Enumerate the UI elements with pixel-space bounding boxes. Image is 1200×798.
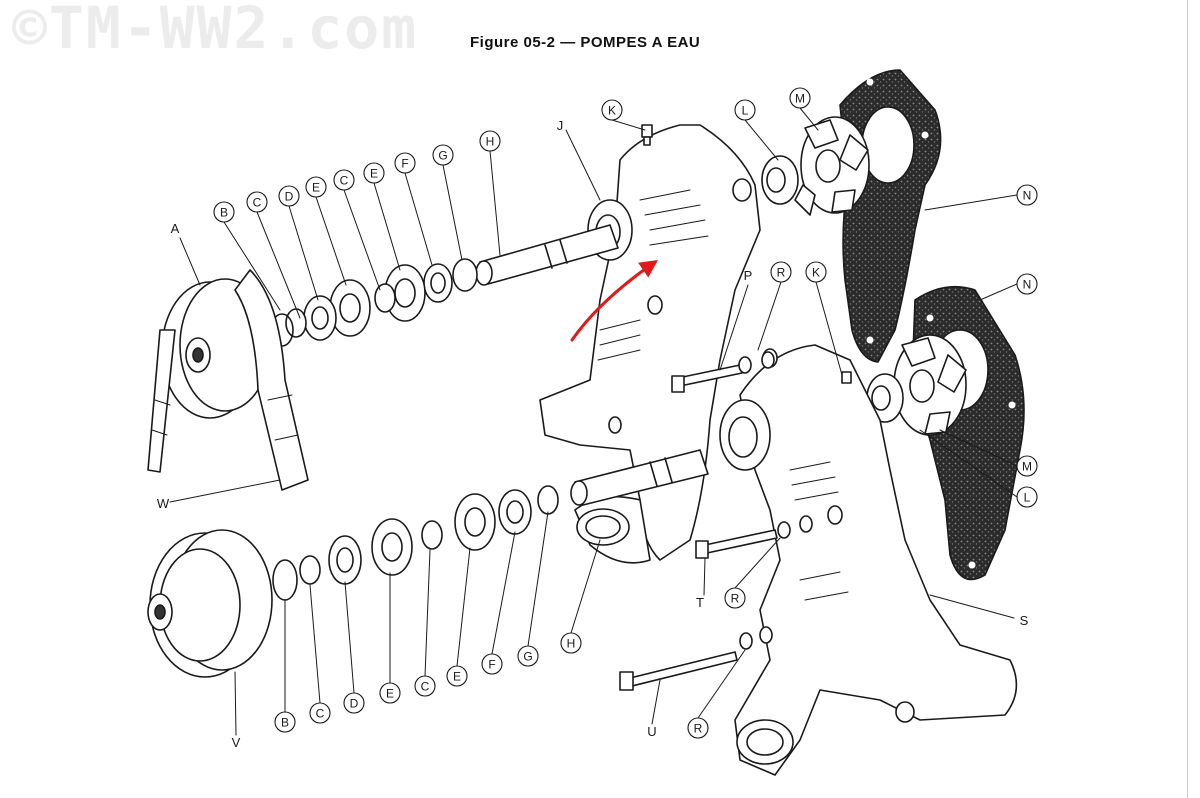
label-p: P bbox=[744, 268, 753, 283]
label-layer: A J P W T S V U bbox=[157, 118, 1029, 750]
callout-letter: D bbox=[350, 697, 359, 711]
callout-letter: M bbox=[795, 92, 805, 106]
grease-nipple-lower bbox=[841, 371, 852, 384]
callout-g: G bbox=[517, 645, 539, 667]
leader-lines bbox=[169, 107, 1018, 736]
callout-letter: G bbox=[438, 149, 447, 163]
label-t: T bbox=[696, 595, 704, 610]
shaft-lower bbox=[570, 449, 709, 506]
callout-f: F bbox=[481, 653, 503, 675]
callout-r: R bbox=[724, 587, 746, 609]
callout-letter: L bbox=[742, 104, 749, 118]
seal-lower bbox=[866, 373, 904, 423]
callout-letter: E bbox=[370, 167, 378, 181]
callout-b: B bbox=[213, 201, 235, 223]
callout-letter: R bbox=[731, 592, 740, 606]
callout-letter: R bbox=[694, 722, 703, 736]
callout-e: E bbox=[446, 665, 468, 687]
callout-letter: H bbox=[486, 135, 495, 149]
bolt-P bbox=[671, 351, 775, 393]
callout-e: E bbox=[379, 682, 401, 704]
label-j: J bbox=[557, 118, 564, 133]
callout-letter: L bbox=[1024, 491, 1031, 505]
callout-letter: B bbox=[220, 206, 228, 220]
shaft-upper bbox=[475, 224, 619, 286]
callout-letter: R bbox=[777, 266, 786, 280]
label-w: W bbox=[157, 496, 170, 511]
callout-l: L bbox=[1016, 486, 1038, 508]
callout-letter: B bbox=[281, 716, 289, 730]
gasket-upper-hole bbox=[861, 106, 915, 184]
label-s: S bbox=[1020, 613, 1029, 628]
callout-g: G bbox=[432, 144, 454, 166]
callout-letter: E bbox=[312, 181, 320, 195]
callout-letter: D bbox=[285, 190, 294, 204]
callout-letter: E bbox=[453, 670, 461, 684]
callout-c: C bbox=[333, 169, 355, 191]
bearing-stack-lower bbox=[272, 485, 559, 601]
callout-letter: M bbox=[1022, 460, 1032, 474]
callout-e: E bbox=[305, 176, 327, 198]
callout-letter: H bbox=[567, 637, 576, 651]
callout-letter: F bbox=[488, 658, 495, 672]
callout-k: K bbox=[805, 261, 827, 283]
callout-m: M bbox=[1016, 455, 1038, 477]
callout-letter: E bbox=[386, 687, 394, 701]
callout-h: H bbox=[479, 130, 501, 152]
callout-m: M bbox=[789, 87, 811, 109]
bolt-T bbox=[695, 515, 813, 559]
bolt-U bbox=[619, 626, 773, 691]
callout-letter: N bbox=[1023, 278, 1032, 292]
callout-letter: C bbox=[316, 707, 325, 721]
callout-letter: K bbox=[608, 104, 616, 118]
pulley-lower bbox=[147, 529, 273, 678]
callout-letter: C bbox=[340, 174, 349, 188]
page-edge bbox=[1187, 0, 1188, 798]
label-a: A bbox=[171, 221, 180, 236]
callout-f: F bbox=[394, 152, 416, 174]
belt bbox=[147, 269, 309, 491]
callout-n: N bbox=[1016, 273, 1038, 295]
bearing-stack-upper bbox=[270, 258, 478, 347]
callout-d: D bbox=[343, 692, 365, 714]
label-v: V bbox=[232, 735, 241, 750]
callout-letter: G bbox=[523, 650, 532, 664]
callout-e: E bbox=[363, 162, 385, 184]
callout-r: R bbox=[770, 261, 792, 283]
callout-letter: K bbox=[812, 266, 820, 280]
impeller-lower bbox=[893, 334, 967, 436]
callout-letter: N bbox=[1023, 189, 1032, 203]
callout-letter: F bbox=[401, 157, 408, 171]
grease-nipple-upper bbox=[641, 124, 653, 146]
callout-letter: C bbox=[253, 196, 262, 210]
figure-title: Figure 05-2 — POMPES A EAU bbox=[470, 34, 701, 51]
impeller-upper bbox=[794, 116, 870, 216]
watermark-text: ©TM-WW2.com bbox=[12, 0, 419, 62]
callout-b: B bbox=[274, 711, 296, 733]
seal-upper bbox=[761, 155, 799, 205]
callout-l: L bbox=[734, 99, 756, 121]
label-u: U bbox=[647, 724, 656, 739]
callout-layer: B C D E C E F G H K L M N R K N M L R H G F E C E D C B R bbox=[213, 87, 1038, 739]
callout-c: C bbox=[414, 675, 436, 697]
callout-d: D bbox=[278, 185, 300, 207]
callout-letter: C bbox=[421, 680, 430, 694]
callout-h: H bbox=[560, 632, 582, 654]
pump-body-lower bbox=[734, 344, 1018, 776]
callout-k: K bbox=[601, 99, 623, 121]
callout-r: R bbox=[687, 717, 709, 739]
callout-n: N bbox=[1016, 184, 1038, 206]
callout-c: C bbox=[309, 702, 331, 724]
callout-c: C bbox=[246, 191, 268, 213]
annotation-arrow bbox=[570, 259, 658, 342]
